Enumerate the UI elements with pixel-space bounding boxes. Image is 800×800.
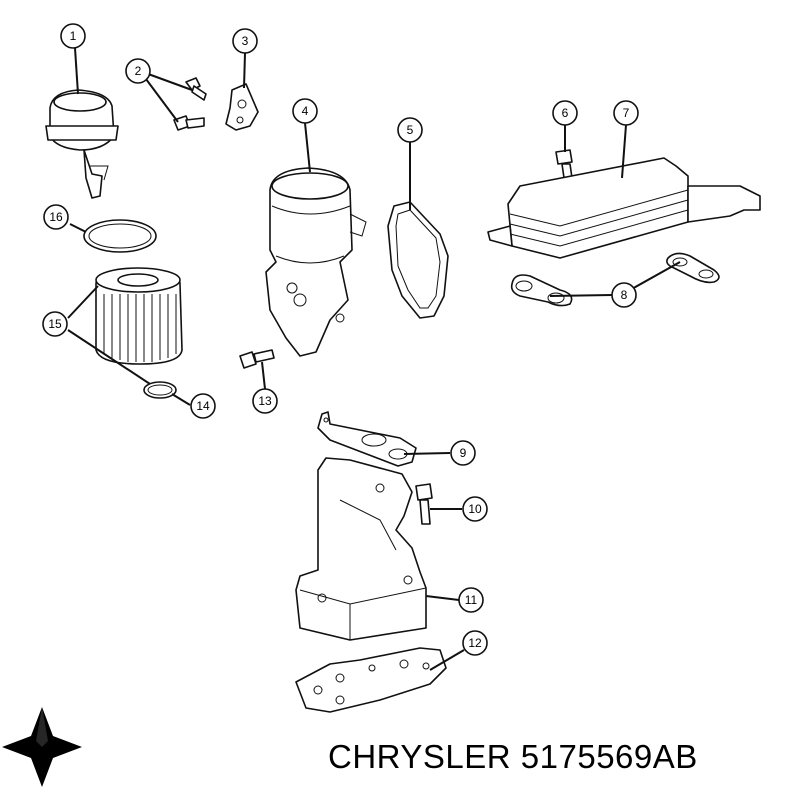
oil-cooler [487, 157, 761, 259]
svg-text:1: 1 [70, 29, 77, 43]
callout-13: 13 [252, 388, 278, 414]
bolt-pair [173, 77, 207, 131]
svg-text:4: 4 [302, 104, 309, 118]
svg-text:14: 14 [196, 399, 210, 413]
part-caption: CHRYSLER 5175569AB [328, 738, 698, 776]
adapter-bolt [415, 483, 433, 525]
svg-text:10: 10 [468, 502, 482, 516]
svg-text:12: 12 [468, 636, 482, 650]
svg-text:15: 15 [48, 317, 62, 331]
svg-text:7: 7 [623, 106, 630, 120]
callout-2: 2 [125, 58, 151, 84]
svg-text:16: 16 [49, 210, 63, 224]
oil-filter-adapter [295, 457, 427, 641]
cooler-bolt [555, 149, 573, 179]
brand-name: CHRYSLER [328, 738, 512, 775]
callout-9: 9 [450, 440, 476, 466]
svg-text:11: 11 [465, 593, 478, 607]
callout-6: 6 [552, 100, 578, 126]
callout-15: 15 [42, 311, 68, 337]
oil-filter-housing [265, 167, 367, 357]
svg-text:5: 5 [407, 123, 414, 137]
large-o-ring [83, 219, 157, 253]
callout-3: 3 [232, 28, 258, 54]
adapter-gasket [317, 411, 417, 467]
callout-7: 7 [613, 100, 639, 126]
callout-11: 11 [458, 587, 484, 613]
housing-bolt [239, 349, 275, 369]
part-number: 5175569AB [520, 738, 698, 775]
leader-lines [67, 47, 681, 671]
callout-10: 10 [462, 496, 488, 522]
housing-gasket [387, 201, 449, 319]
mounting-bracket [225, 83, 259, 131]
adapter-base-gasket [295, 647, 447, 713]
callout-1: 1 [60, 23, 86, 49]
callout-14: 14 [190, 393, 216, 419]
cooler-seals [510, 252, 720, 307]
svg-text:9: 9 [460, 446, 467, 460]
svg-text:8: 8 [621, 288, 628, 302]
svg-text:6: 6 [562, 106, 569, 120]
svg-text:13: 13 [258, 394, 272, 408]
callout-4: 4 [292, 98, 318, 124]
svg-text:2: 2 [135, 64, 142, 78]
small-o-ring [143, 381, 177, 399]
callout-12: 12 [462, 630, 488, 656]
svg-text:3: 3 [242, 34, 249, 48]
pentastar-icon [2, 707, 82, 787]
callout-5: 5 [397, 117, 423, 143]
oil-filter-cap [45, 89, 119, 199]
callout-8: 8 [611, 282, 637, 308]
oil-filter-element [95, 267, 183, 365]
callout-16: 16 [43, 204, 69, 230]
